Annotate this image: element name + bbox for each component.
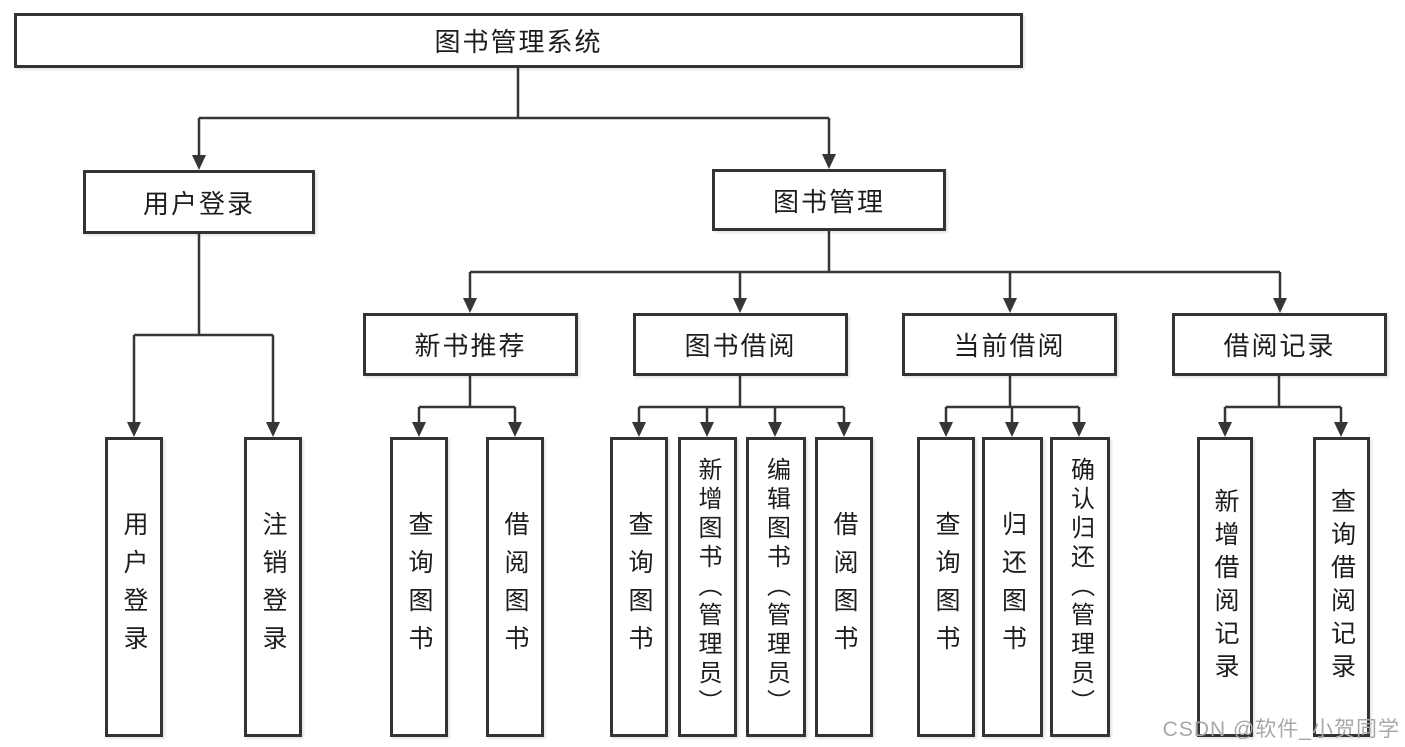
- leaf-query-books-borrowing: 查询图书: [610, 437, 668, 737]
- leaf-query-borrow-record: 查询借阅记录: [1313, 437, 1370, 737]
- node-book-management: 图书管理: [712, 169, 946, 231]
- node-book-borrowing: 图书借阅: [633, 313, 848, 376]
- leaf-borrow-books-borrowing: 借阅图书: [815, 437, 873, 737]
- node-current-borrowing: 当前借阅: [902, 313, 1117, 376]
- node-borrowing-records: 借阅记录: [1172, 313, 1387, 376]
- leaf-query-books-current: 查询图书: [917, 437, 975, 737]
- leaf-add-book-admin: 新增图书（管理员）: [678, 437, 737, 737]
- node-root: 图书管理系统: [14, 13, 1023, 68]
- leaf-add-borrow-record: 新增借阅记录: [1197, 437, 1253, 737]
- leaf-user-login: 用户登录: [105, 437, 163, 737]
- leaf-query-books-recommend: 查询图书: [390, 437, 448, 737]
- node-new-book-recommend: 新书推荐: [363, 313, 578, 376]
- leaf-logout: 注销登录: [244, 437, 302, 737]
- node-user-login: 用户登录: [83, 170, 315, 234]
- csdn-watermark: CSDN @软件_小贺同学: [1162, 718, 1400, 741]
- leaf-confirm-return-admin: 确认归还（管理员）: [1050, 437, 1110, 737]
- leaf-edit-book-admin: 编辑图书（管理员）: [746, 437, 806, 737]
- leaf-borrow-books-recommend: 借阅图书: [486, 437, 544, 737]
- leaf-return-books: 归还图书: [982, 437, 1043, 737]
